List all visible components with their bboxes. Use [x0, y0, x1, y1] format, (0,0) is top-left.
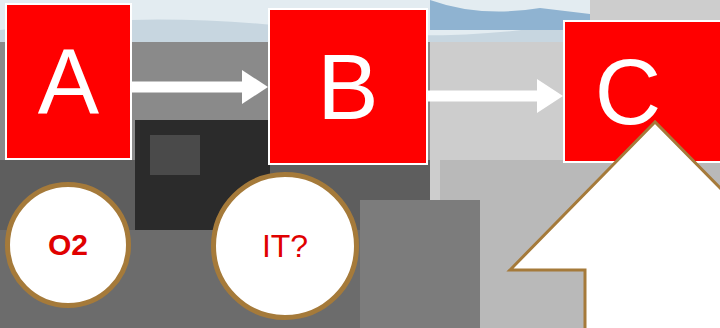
flow-arrow — [428, 79, 563, 113]
circle-badge: O2 — [5, 182, 131, 308]
flow-arrow — [132, 70, 268, 104]
box-letter: B — [317, 41, 378, 133]
badge-text: O2 — [48, 230, 88, 260]
badge-text: IT? — [262, 230, 308, 262]
box-letter: A — [38, 36, 99, 128]
circle-badge: IT? — [211, 172, 359, 320]
letter-box: A — [5, 3, 132, 160]
letter-box: B — [268, 8, 428, 165]
